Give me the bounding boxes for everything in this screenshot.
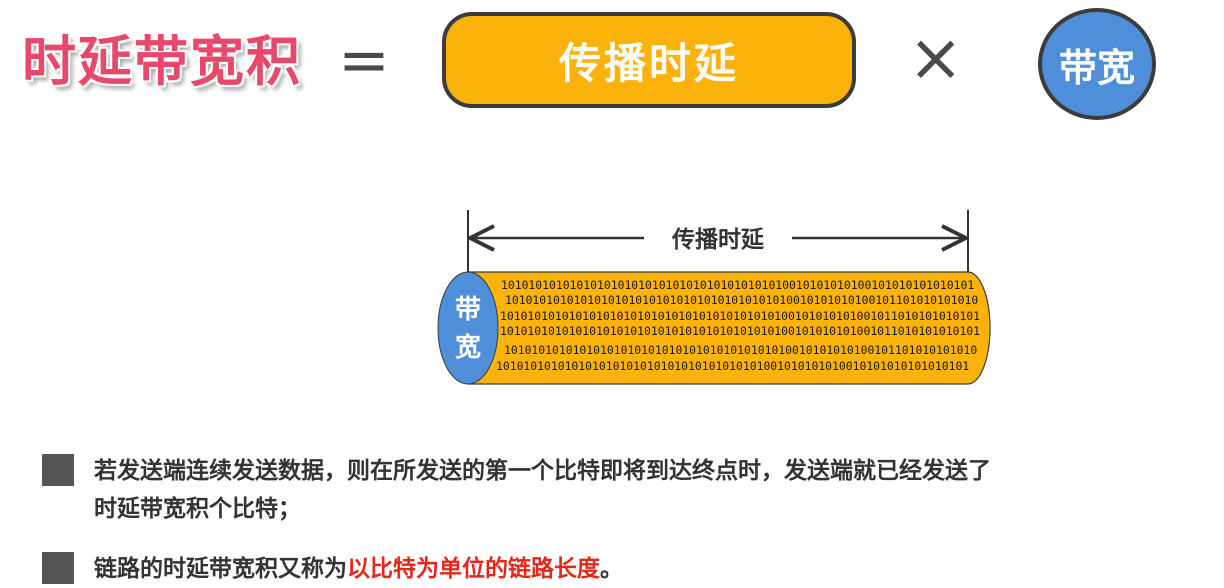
pipe-end-label-1: 带 <box>455 295 481 325</box>
formula-lhs-text: 时延带宽积 <box>22 30 302 93</box>
square-bullet-icon <box>42 454 74 486</box>
bits-line: 1010101010101010101010101010101010101010… <box>500 324 980 338</box>
bullet-item: 链路的时延带宽积又称为以比特为单位的链路长度。 <box>42 550 623 588</box>
bullet-text-plain: 链路的时延带宽积又称为 <box>94 556 347 582</box>
bullet-text: 若发送端连续发送数据，则在所发送的第一个比特即将到达终点时，发送端就已经发送了 … <box>94 452 1214 528</box>
pipe-body <box>467 271 991 385</box>
pipe-end-label-2: 宽 <box>455 332 481 363</box>
times-sign: × <box>908 19 964 96</box>
bandwidth-circle: 带宽 <box>1038 8 1156 120</box>
bullet-text-end: 。 <box>600 556 623 582</box>
bits-line: 1010101010101010101010101010101010101010… <box>504 343 977 357</box>
propagation-delay-label: 传播时延 <box>558 38 739 88</box>
pipe-diagram: 传播时延 10101010101010101010101010101010101… <box>437 210 991 385</box>
bullet-text-line: 若发送端连续发送数据，则在所发送的第一个比特即将到达终点时，发送端就已经发送了 <box>94 458 991 484</box>
span-label: 传播时延 <box>671 227 765 253</box>
bullet-text-line: 时延带宽积个比特； <box>94 496 301 522</box>
square-bullet-icon <box>42 552 74 584</box>
bandwidth-label: 带宽 <box>1058 45 1135 90</box>
bits-line: 1010101010101010101010101010101010101010… <box>496 359 969 373</box>
bits-line: 1010101010101010101010101010101010101010… <box>505 293 978 307</box>
bullet-text-highlight: 以比特为单位的链路长度 <box>347 556 600 582</box>
bullet-text: 链路的时延带宽积又称为以比特为单位的链路长度。 <box>94 550 623 588</box>
propagation-delay-pill: 传播时延 <box>442 12 856 108</box>
equals-sign: = <box>338 23 390 96</box>
pipe-end-bandwidth <box>437 271 499 385</box>
bits-line: 1010101010101010101010101010101010101010… <box>501 278 974 292</box>
bullet-item: 若发送端连续发送数据，则在所发送的第一个比特即将到达终点时，发送端就已经发送了 … <box>42 452 1222 528</box>
bits-line: 1010101010101010101010101010101010101010… <box>500 309 980 323</box>
